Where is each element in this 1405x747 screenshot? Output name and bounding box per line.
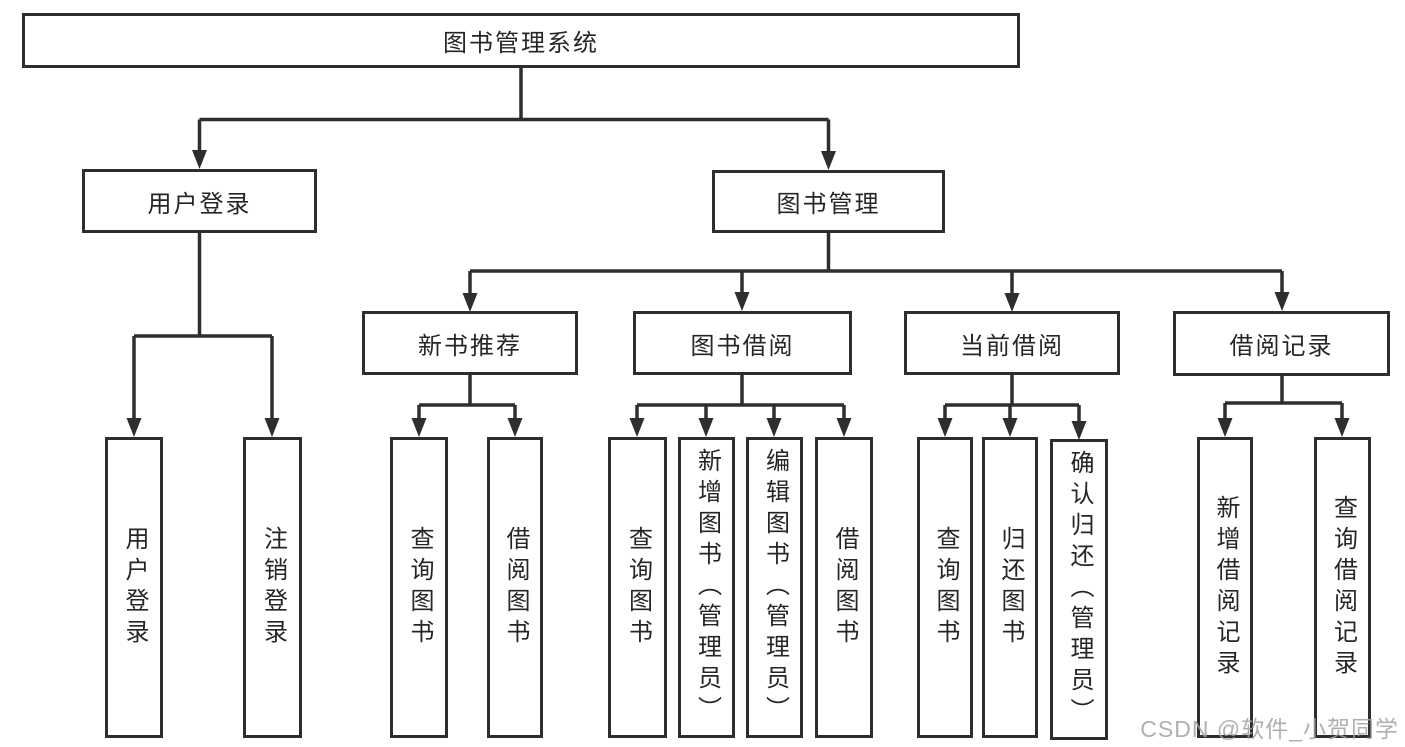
leaf-confirm-return-admin: 确认归还（管理员） <box>1050 439 1108 740</box>
node-current-borrowing: 当前借阅 <box>904 311 1120 375</box>
leaf-edit-book-admin: 编辑图书（管理员） <box>746 437 803 738</box>
leaf-borrow-books-recommend: 借阅图书 <box>487 437 543 738</box>
leaf-add-book-admin: 新增图书（管理员） <box>678 437 735 738</box>
node-new-book-recommend: 新书推荐 <box>362 311 578 375</box>
node-root: 图书管理系统 <box>22 13 1020 68</box>
node-user-login: 用户登录 <box>82 169 317 233</box>
leaf-query-books-current: 查询图书 <box>917 437 973 738</box>
leaf-return-books: 归还图书 <box>982 437 1038 738</box>
node-book-borrowing: 图书借阅 <box>633 311 852 375</box>
leaf-query-borrow-record: 查询借阅记录 <box>1314 437 1371 738</box>
leaf-logout: 注销登录 <box>243 437 302 738</box>
leaf-user-login: 用户登录 <box>105 437 163 738</box>
node-book-management: 图书管理 <box>712 170 945 233</box>
node-borrowing-records: 借阅记录 <box>1173 311 1390 376</box>
leaf-query-books-borrowing: 查询图书 <box>608 437 667 738</box>
leaf-add-borrow-record: 新增借阅记录 <box>1197 437 1253 738</box>
leaf-borrow-books-borrowing: 借阅图书 <box>815 437 873 738</box>
watermark: CSDN @软件_小贺同学 <box>1140 716 1399 742</box>
leaf-query-books-recommend: 查询图书 <box>390 437 448 738</box>
